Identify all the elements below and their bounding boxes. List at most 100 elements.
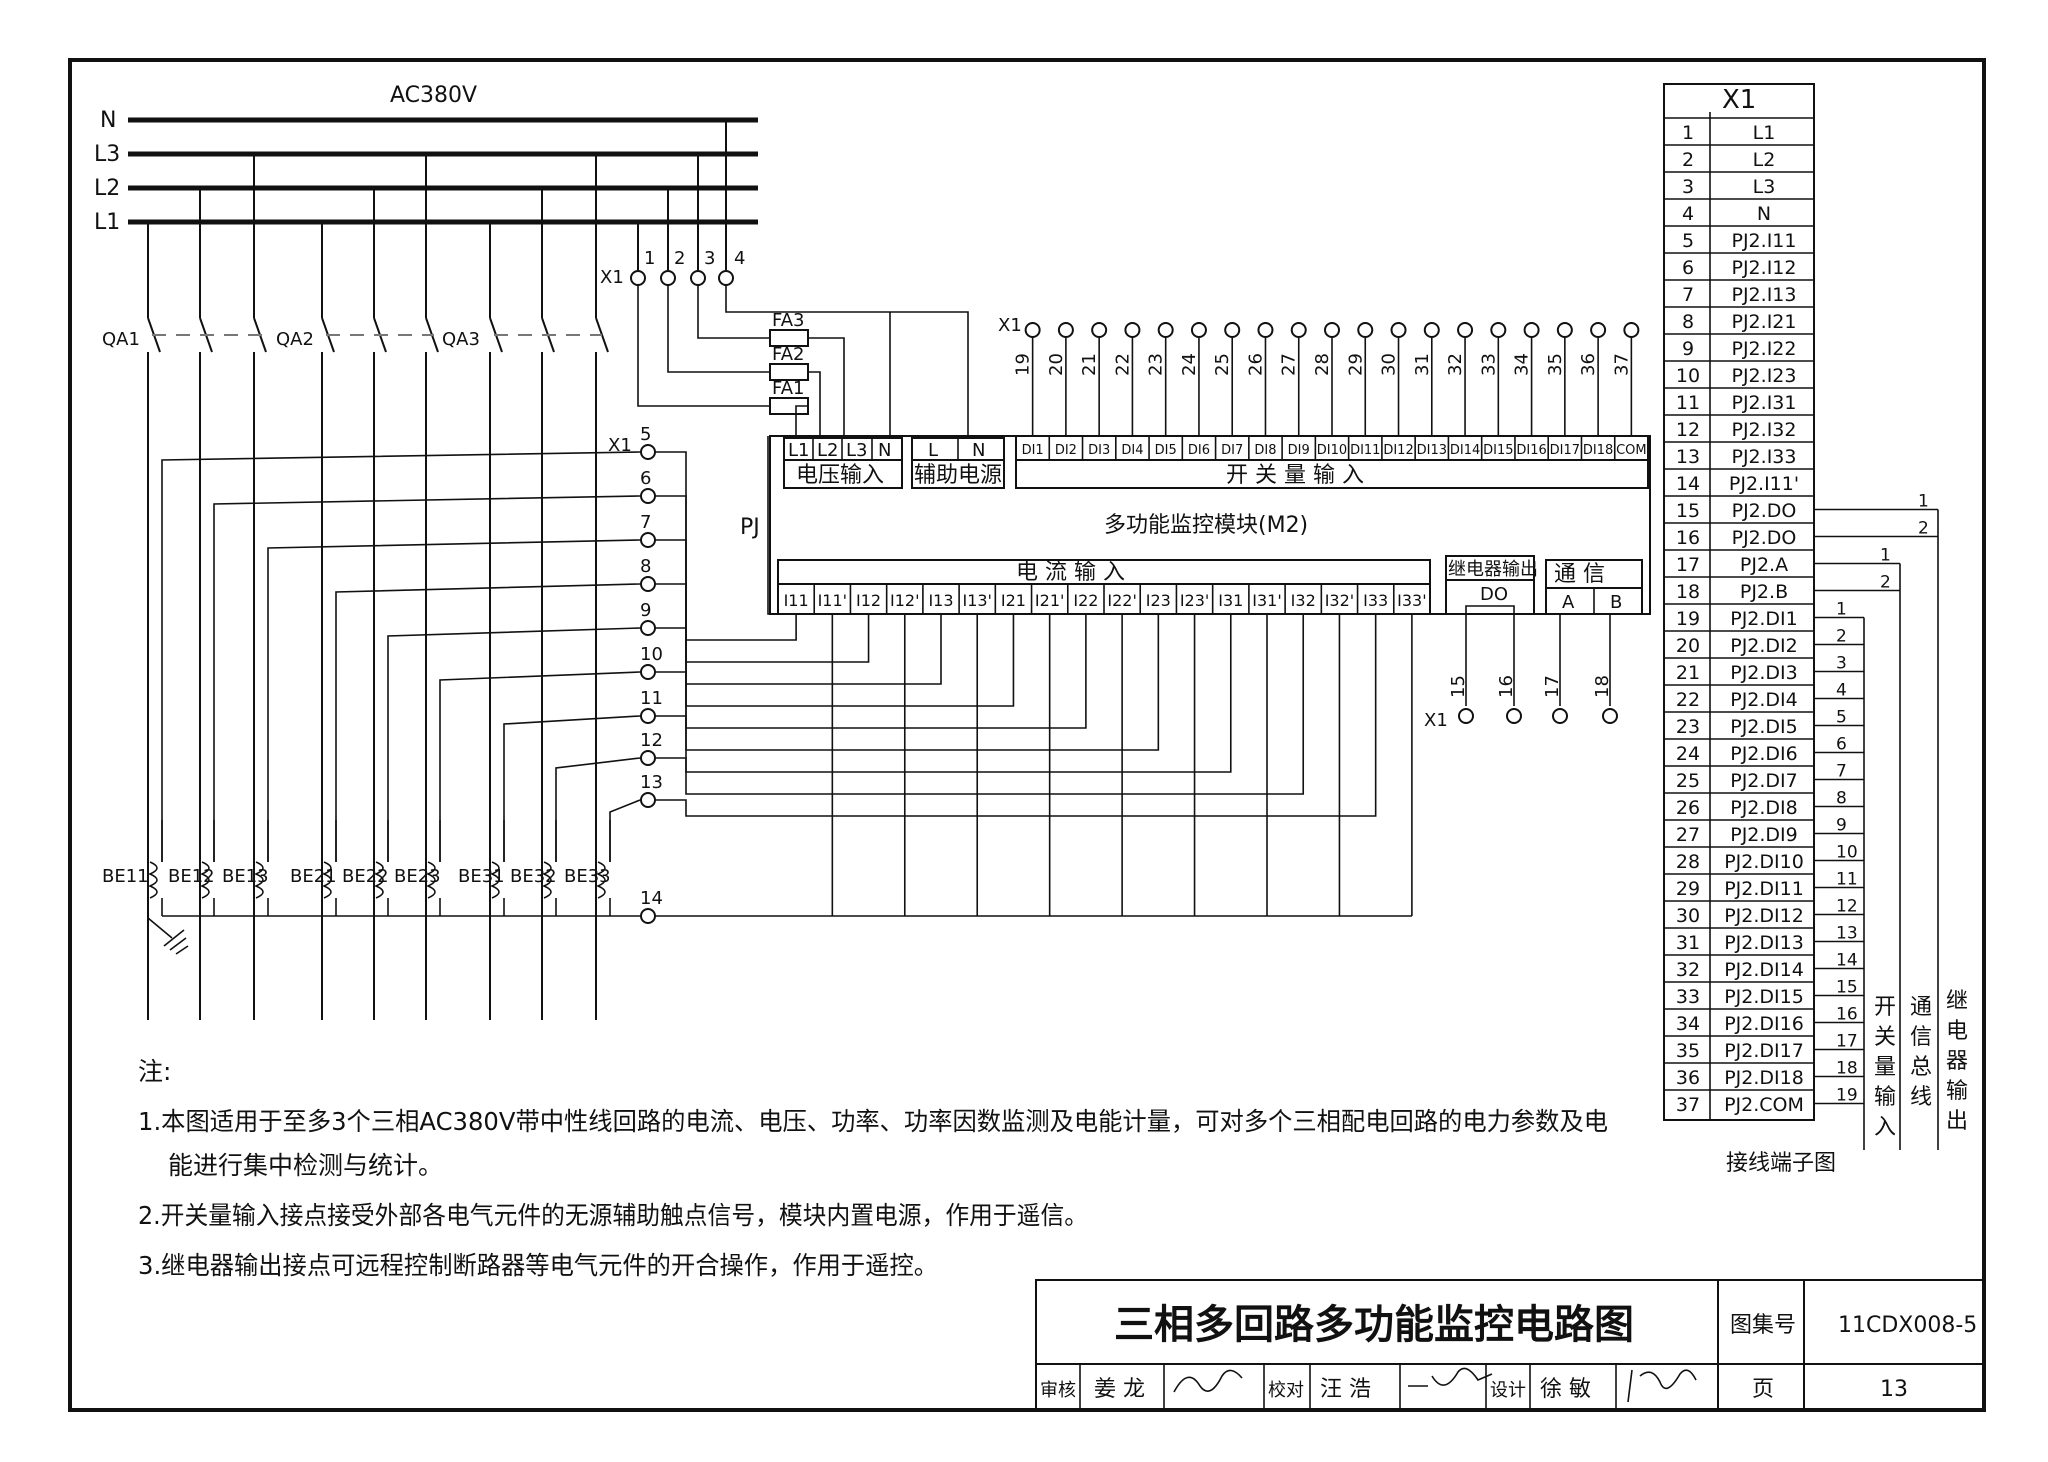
drawing-title: 三相多回路多功能监控电路图 xyxy=(1114,1302,1634,1348)
di-terminal-label: 33 xyxy=(1478,353,1499,376)
module-di-pin: DI10 xyxy=(1317,443,1347,458)
module-current-pin: I12' xyxy=(890,591,919,610)
module-current-pin: I31' xyxy=(1252,591,1281,610)
module-aux-pin-l: L xyxy=(928,440,938,461)
di-wire-number: 12 xyxy=(1836,897,1858,917)
terminal-row-function: PJ2.DI7 xyxy=(1730,770,1798,792)
ct-terminal-label: 7 xyxy=(640,512,651,533)
module-di-pin: DI6 xyxy=(1188,443,1210,458)
fuse-label-fa3: FA3 xyxy=(772,310,804,331)
module-aux-pin-n: N xyxy=(972,440,985,461)
terminal-row-number: 4 xyxy=(1682,203,1694,225)
terminal-row-number: 28 xyxy=(1676,851,1700,873)
terminal-row-number: 23 xyxy=(1676,716,1700,738)
x1-label-ct: X1 xyxy=(608,435,632,456)
di-terminal-label: 19 xyxy=(1013,353,1034,376)
terminal-row-function: PJ2.B xyxy=(1740,581,1788,603)
di-wire-number: 7 xyxy=(1836,762,1847,782)
di-wire-number: 6 xyxy=(1836,735,1847,755)
ct-terminal-label: 11 xyxy=(640,688,663,709)
ct-terminal-label: 8 xyxy=(640,556,651,577)
module-di-pin: DI11 xyxy=(1350,443,1380,458)
relay-wire-number: 2 xyxy=(1918,519,1929,539)
note-1b: 能进行集中检测与统计。 xyxy=(168,1151,443,1180)
ct-label: BE12 xyxy=(168,866,215,887)
di-wire-number: 9 xyxy=(1836,816,1847,836)
page-label: 页 xyxy=(1752,1377,1774,1402)
terminal-table-header: X1 xyxy=(1722,85,1756,115)
module-comm-pin-b: B xyxy=(1610,592,1622,613)
di-terminal-label: 24 xyxy=(1179,353,1200,376)
terminal-row-function: PJ2.DI10 xyxy=(1724,851,1804,873)
di-wire-number: 16 xyxy=(1836,1005,1858,1025)
terminal-row-function: PJ2.A xyxy=(1740,554,1788,576)
di-wire-number: 15 xyxy=(1836,978,1858,998)
terminal-row-function: PJ2.I11' xyxy=(1729,473,1799,495)
ct-label: BE11 xyxy=(102,866,149,887)
di-terminal-label: 26 xyxy=(1245,353,1266,376)
terminal-row-number: 19 xyxy=(1676,608,1700,630)
di-wire-number: 19 xyxy=(1836,1086,1858,1106)
ground-symbol xyxy=(147,898,189,955)
atlas-label: 图集号 xyxy=(1730,1313,1796,1338)
module-pin-l1: L1 xyxy=(788,440,809,461)
terminal-row-number: 10 xyxy=(1676,365,1700,387)
di-terminal-label: 37 xyxy=(1611,353,1632,376)
module-di-pin: DI3 xyxy=(1088,443,1110,458)
module-di-pin: DI1 xyxy=(1022,443,1044,458)
terminal-row-number: 14 xyxy=(1676,473,1700,495)
breaker-label-qa3: QA3 xyxy=(442,329,480,350)
terminal-row-function: PJ2.I23 xyxy=(1732,365,1797,387)
designer-signature xyxy=(1627,1369,1697,1403)
di-wire-number: 17 xyxy=(1836,1032,1858,1052)
terminal-row-number: 36 xyxy=(1676,1067,1700,1089)
terminal-row-function: PJ2.I31 xyxy=(1732,392,1797,414)
terminal-row-function: PJ2.DO xyxy=(1732,527,1797,549)
di-terminal-label: 22 xyxy=(1112,353,1133,376)
terminal-row-number: 17 xyxy=(1676,554,1700,576)
module-current-pin: I11 xyxy=(784,591,809,610)
terminal-row-function: N xyxy=(1757,203,1771,225)
terminal-row-function: PJ2.DI16 xyxy=(1724,1013,1804,1035)
di-terminal-label: 34 xyxy=(1512,353,1533,376)
terminal-row-function: PJ2.DI11 xyxy=(1724,878,1804,900)
x1-label-di: X1 xyxy=(998,315,1022,336)
module-di-pin: DI9 xyxy=(1288,443,1310,458)
ct-terminal-label: 6 xyxy=(640,468,651,489)
page-number: 13 xyxy=(1880,1377,1908,1402)
ct-label: BE22 xyxy=(342,866,389,887)
note-1a: 1.本图适用于至多3个三相AC380V带中性线回路的电流、电压、功率、功率因数监… xyxy=(138,1107,1608,1136)
module-pin-n: N xyxy=(878,440,891,461)
terminal-row-function: PJ2.DI2 xyxy=(1730,635,1798,657)
title-block: 三相多回路多功能监控电路图 图集号 11CDX008-5 审核 姜 龙 校对 汪… xyxy=(1035,1279,1985,1411)
terminal-row-number: 8 xyxy=(1682,311,1694,333)
ct-label: BE33 xyxy=(564,866,611,887)
terminal-table-col-labels: 开关量输入 通信总线 继电器输出 xyxy=(1874,989,1968,1140)
di-terminal-label: 23 xyxy=(1146,353,1167,376)
terminal-row-number: 30 xyxy=(1676,905,1700,927)
terminal-row-function: PJ2.COM xyxy=(1724,1094,1804,1116)
module-di-label: 开 关 量 输 入 xyxy=(1226,463,1364,488)
di-wire-number: 18 xyxy=(1836,1059,1858,1079)
review-label: 审核 xyxy=(1040,1380,1076,1401)
di-terminal-label: 30 xyxy=(1379,353,1400,376)
terminal-row-number: 15 xyxy=(1676,500,1700,522)
di-terminal-label: 25 xyxy=(1212,353,1233,376)
terminal-row-number: 20 xyxy=(1676,635,1700,657)
di-wire-number: 14 xyxy=(1836,951,1858,971)
terminal-label-3: 3 xyxy=(704,248,715,269)
di-wire-number: 11 xyxy=(1836,870,1858,890)
terminal-row-function: PJ2.DI5 xyxy=(1730,716,1798,738)
terminal-label-4: 4 xyxy=(734,248,745,269)
terminal-row-function: PJ2.DI15 xyxy=(1724,986,1804,1008)
terminal-row-number: 1 xyxy=(1682,122,1694,144)
bus-label-l2: L2 xyxy=(94,176,120,201)
terminal-row-number: 24 xyxy=(1676,743,1700,765)
ct-label: BE21 xyxy=(290,866,337,887)
module-current-pin: I21' xyxy=(1035,591,1064,610)
